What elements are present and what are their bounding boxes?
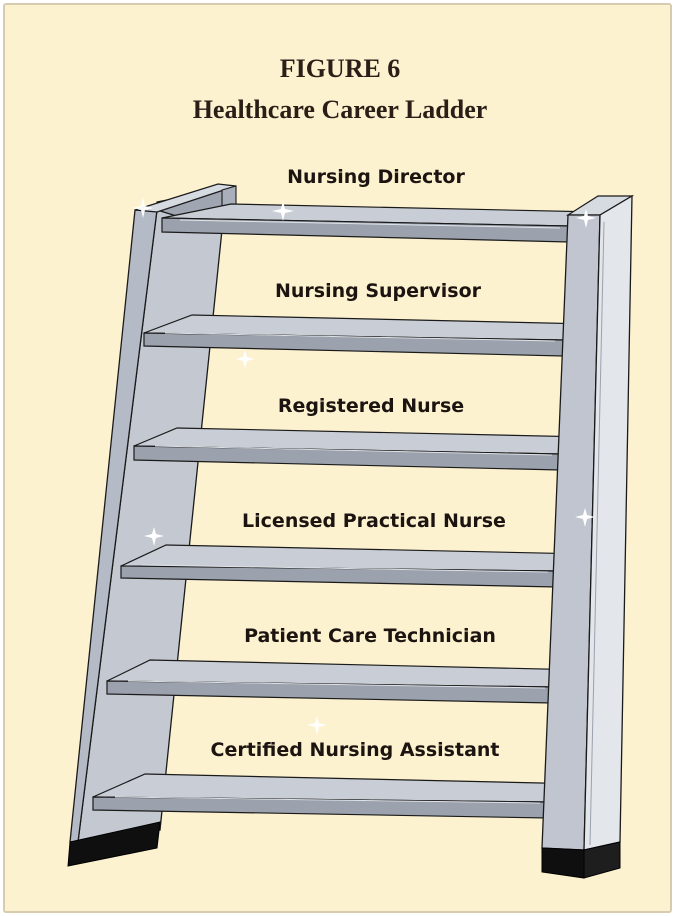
rung-label-registered-nurse: Registered Nurse (278, 395, 464, 417)
rung-label-certified-nursing-assistant: Certified Nursing Assistant (211, 739, 500, 761)
sparkle-icon (575, 508, 595, 527)
sparkle-icon (272, 201, 294, 221)
sparkle-icon (236, 350, 254, 368)
rung-label-nursing-director: Nursing Director (287, 166, 465, 188)
rung-label-licensed-practical-nurse: Licensed Practical Nurse (242, 510, 506, 532)
figure-number: FIGURE 6 (280, 54, 401, 83)
rung-labels: Nursing Director Nursing Supervisor Regi… (211, 166, 506, 761)
sparkle-icon (307, 716, 327, 735)
sparkle-icon (133, 197, 153, 218)
sparkle-icons (133, 197, 596, 735)
left-foot (67, 821, 161, 867)
rung-label-patient-care-technician: Patient Care Technician (244, 625, 496, 647)
sparkle-icon (144, 527, 164, 546)
sparkle-icon (576, 209, 596, 228)
rung-4 (120, 544, 591, 588)
figure-title: Healthcare Career Ladder (193, 95, 488, 124)
right-rail (541, 194, 635, 879)
rungs (92, 203, 599, 819)
rung-label-nursing-supervisor: Nursing Supervisor (275, 280, 482, 302)
